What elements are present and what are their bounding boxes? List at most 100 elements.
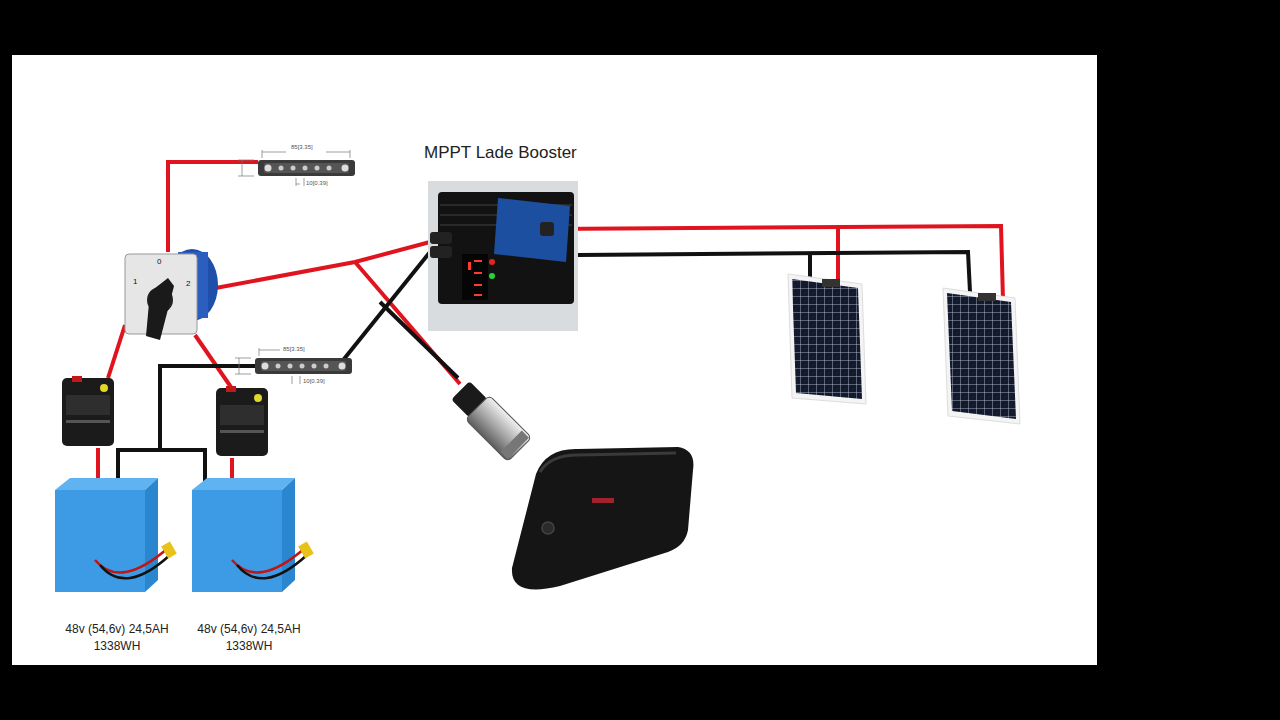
dimension-label: 10[0.39] [306, 180, 328, 186]
ebike-battery [592, 498, 614, 503]
mppt-booster [430, 232, 452, 244]
bus-bar [255, 358, 352, 374]
component-title: MPPT Lade Booster [424, 141, 577, 165]
xlr-plug [501, 431, 529, 459]
battery-caption: 48v (54,6v) 24,5AH 1338WH [52, 621, 182, 655]
circuit-breaker [216, 386, 268, 456]
circuit-breaker [62, 378, 114, 446]
battery-pack [298, 541, 314, 558]
battery-pack [55, 478, 177, 592]
battery-pack [145, 478, 158, 592]
ebike-battery [512, 447, 694, 589]
mppt-booster [462, 254, 488, 300]
mppt-booster [428, 181, 578, 331]
bus-bar [264, 163, 349, 173]
switch-position: 2 [186, 280, 190, 288]
red-wire [548, 226, 1003, 300]
bus-bar [238, 160, 254, 176]
dimension-label: 85[3.35] [283, 346, 305, 352]
bus-bar [291, 166, 296, 171]
ebike-battery [542, 522, 554, 534]
node-text: MPPT Lade Booster [424, 141, 577, 165]
circuit-breaker [254, 394, 262, 402]
mppt-booster [489, 259, 495, 265]
bus-bar [296, 178, 304, 186]
solar-panel [943, 288, 1020, 424]
circuit-breaker [220, 430, 264, 433]
bus-bar [262, 363, 269, 370]
red-wire [98, 162, 1003, 480]
bus-bar [238, 150, 355, 186]
battery-caption: 48v (54,6v) 24,5AH 1338WH [184, 621, 314, 655]
bus-bar [279, 166, 284, 171]
solar-panel [792, 279, 862, 399]
bus-bar [339, 363, 346, 370]
red-wire [205, 242, 430, 290]
bus-bar [261, 361, 346, 371]
bus-bar [258, 160, 355, 176]
white-ground [12, 55, 1097, 665]
battery-pack [282, 478, 295, 592]
mppt-booster [489, 273, 495, 279]
bus-bar [265, 165, 272, 172]
rotary-switch [125, 249, 218, 340]
circuit-breaker [100, 384, 108, 392]
mppt-booster [468, 262, 471, 270]
mppt-booster [474, 294, 482, 296]
circuit-breaker [66, 395, 110, 415]
mppt-booster [430, 246, 452, 258]
bus-bar [235, 348, 352, 384]
node-text: 48v (54,6v) 24,5AH 1338WH [52, 621, 182, 655]
circuit-breaker [220, 405, 264, 425]
solar-panel [788, 274, 866, 404]
bus-bar [315, 166, 320, 171]
mppt-booster [474, 260, 482, 262]
bus-bar [324, 364, 329, 369]
dimension-label: 85[3.35] [291, 144, 313, 150]
mppt-booster [428, 181, 578, 331]
battery-pack [161, 541, 177, 558]
solar-panel [947, 293, 1016, 419]
bus-bar [312, 364, 317, 369]
bus-bar [262, 150, 350, 158]
red-wire [96, 448, 100, 480]
circuit-breaker [66, 420, 110, 423]
mppt-booster [540, 222, 554, 236]
red-wire [195, 335, 233, 390]
ebike-battery [512, 447, 694, 589]
circuit-breaker [72, 376, 82, 382]
mppt-booster [474, 272, 482, 274]
solar-panel [822, 279, 840, 287]
dimension-label: 10[0.39] [303, 378, 325, 384]
bus-bar [276, 364, 281, 369]
circuit-breaker [216, 388, 268, 456]
bus-bar [288, 364, 293, 369]
bus-bar [235, 358, 251, 374]
switch-position: 0 [157, 258, 161, 266]
node-text: 48v (54,6v) 24,5AH 1338WH [184, 621, 314, 655]
ebike-battery [540, 453, 676, 472]
rotary-switch [146, 278, 174, 340]
xlr-plug [465, 395, 531, 461]
circuit-breaker [62, 376, 114, 446]
bus-bar [259, 348, 280, 356]
red-wire [168, 162, 258, 252]
battery-pack [237, 555, 307, 578]
bus-bar [342, 165, 349, 172]
mppt-booster [494, 198, 570, 262]
red-wire [108, 325, 125, 378]
battery-pack [95, 548, 168, 573]
bus-bar [303, 166, 308, 171]
bus-bar [327, 166, 332, 171]
solar-panel [978, 293, 996, 301]
red-wire [230, 458, 234, 480]
bus-bar [300, 364, 305, 369]
battery-pack [192, 478, 314, 592]
solar-panel [788, 274, 866, 404]
switch-position: 1 [133, 278, 137, 286]
black-wire [578, 252, 970, 292]
mppt-booster [474, 284, 482, 286]
mppt-booster [438, 192, 574, 304]
